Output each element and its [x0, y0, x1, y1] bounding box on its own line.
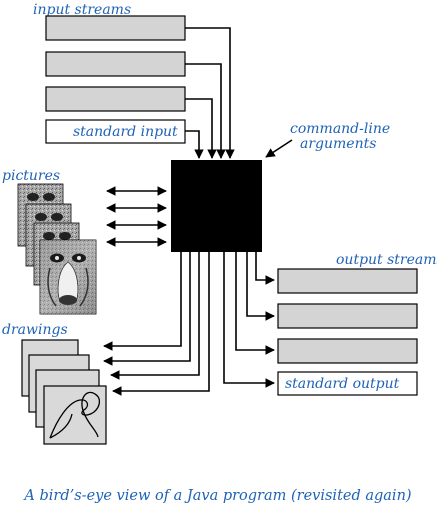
input-stream-box-1: [45, 15, 186, 41]
command-line-arrow: [265, 139, 293, 158]
figure-caption: A bird’s-eye view of a Java program (rev…: [22, 488, 411, 504]
input-wire-3: [185, 98, 217, 159]
input-wire-1: [185, 27, 235, 159]
input-streams-label: input streams: [33, 2, 131, 18]
program-box: [171, 160, 262, 252]
output-stream-box-3: [277, 338, 418, 364]
output-wire-3: [235, 252, 275, 355]
output-streams-label: output streams: [336, 252, 437, 268]
curve-drawing-stack-icon: [21, 339, 107, 445]
output-stream-box-2: [277, 303, 418, 329]
input-stream-box-2: [45, 51, 186, 77]
input-wire-2: [185, 63, 226, 159]
drawings-label: drawings: [2, 322, 68, 338]
standard-output-wire: [223, 252, 275, 388]
command-line-label-1: command-line: [290, 121, 390, 137]
drawing-wire-3: [110, 252, 200, 380]
standard-output-label: standard output: [285, 376, 400, 392]
output-wire-2: [246, 252, 275, 321]
output-stream-box-1: [277, 268, 418, 294]
input-stream-box-3: [45, 86, 186, 112]
mandrill-photo-stack-icon: [17, 183, 97, 315]
standard-input-wire: [185, 130, 204, 159]
drawing-wire-1: [103, 252, 182, 351]
drawing-wire-4: [112, 252, 210, 396]
standard-input-label: standard input: [73, 124, 178, 140]
standard-output-box: [277, 371, 418, 396]
pictures-label: pictures: [2, 168, 60, 184]
drawing-wire-2: [103, 252, 191, 366]
output-wire-1: [255, 252, 275, 285]
command-line-label-2: arguments: [300, 136, 376, 152]
